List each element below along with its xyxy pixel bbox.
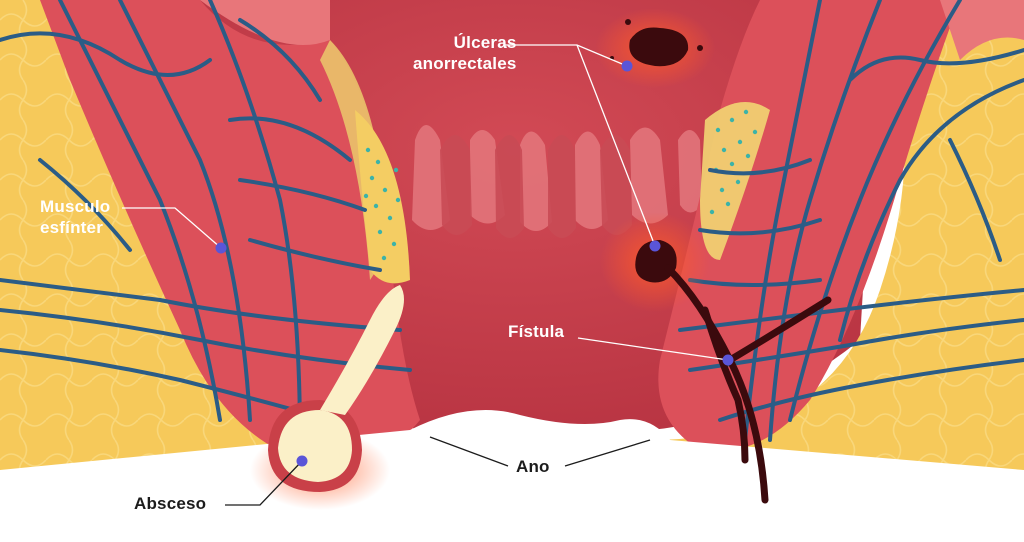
label-absceso: Absceso [134, 494, 207, 513]
label-ulceras: Úlceras anorrectales [413, 33, 517, 73]
left-sphincter-muscle [40, 0, 420, 462]
label-fistula: Fístula [508, 322, 565, 341]
markers [215, 60, 734, 467]
label-musculo-esfinter: Musculo esfínter [40, 197, 111, 237]
leader-lines [122, 44, 729, 361]
marker-ulcer-lower [649, 240, 661, 252]
blood-vessels [0, 0, 1024, 442]
marker-ulcer-upper [621, 60, 633, 72]
anus-opening [0, 410, 1024, 542]
marker-muscle [215, 242, 227, 254]
marker-abscess [296, 455, 308, 467]
right-fat-tissue [650, 0, 1024, 500]
marker-fistula [722, 354, 734, 366]
glands-right [709, 109, 758, 215]
label-ano: Ano [516, 457, 550, 476]
ulcer-lower [635, 240, 677, 283]
ulcer-upper [629, 27, 689, 67]
glands-left [363, 147, 401, 261]
abscess [278, 410, 352, 482]
